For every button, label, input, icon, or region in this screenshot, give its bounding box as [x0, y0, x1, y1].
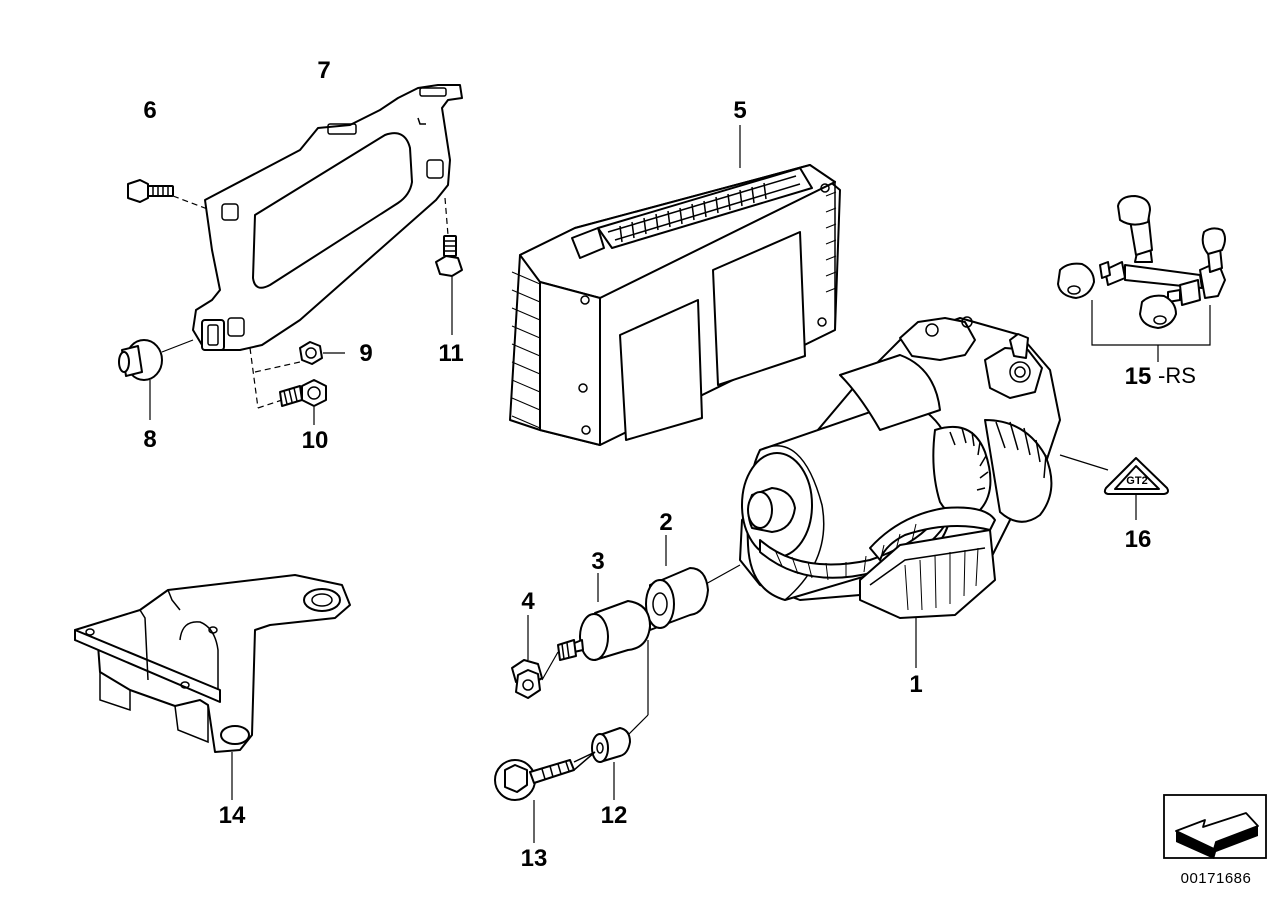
nut-part-9 — [299, 341, 345, 365]
control-module-part-5 — [509, 125, 841, 446]
lower-bracket-part-14 — [74, 574, 351, 800]
orientation-arrow-icon — [1163, 794, 1267, 859]
screw-part-10 — [279, 379, 327, 425]
warning-triangle-part-16: GT2 — [1103, 457, 1169, 520]
pump-motor-part-1 — [703, 316, 1109, 668]
label-part-6: 6 — [143, 97, 156, 124]
label-part-11: 11 — [438, 340, 463, 367]
grommet-bolt-part-8 — [118, 339, 194, 420]
label-part-9: 9 — [359, 340, 372, 367]
label-part-16: 16 — [1125, 526, 1152, 553]
bolt-part-6 — [127, 179, 211, 211]
label-part-1: 1 — [909, 671, 922, 698]
bushing-part-3 — [557, 573, 651, 736]
label-part-8: 8 — [143, 426, 156, 453]
label-part-2: 2 — [659, 509, 672, 536]
bolt-part-11 — [435, 197, 463, 335]
hose-fittings-part-15 — [1057, 195, 1226, 362]
label-part-12: 12 — [601, 802, 628, 829]
document-id: 00171686 — [1181, 870, 1252, 887]
warning-symbol-text: GT2 — [1126, 475, 1147, 487]
leader-dashes-9-10 — [249, 347, 301, 409]
label-part-3: 3 — [591, 548, 604, 575]
label-part-10: 10 — [302, 427, 329, 454]
sleeve-part-2 — [645, 535, 709, 631]
nut-part-4 — [511, 615, 559, 699]
spacer-part-12 — [591, 727, 631, 800]
label-part-4: 4 — [521, 588, 535, 615]
label-part-7: 7 — [317, 57, 330, 84]
label-part-14: 14 — [219, 802, 246, 829]
label-part-13: 13 — [521, 845, 548, 872]
label-part-5: 5 — [733, 97, 746, 124]
flange-bolt-part-13 — [494, 751, 596, 843]
bracket-plate-part-7 — [192, 84, 463, 351]
label-part-15-suffix: -RS — [1158, 363, 1196, 388]
label-part-15: 15 — [1125, 363, 1152, 390]
